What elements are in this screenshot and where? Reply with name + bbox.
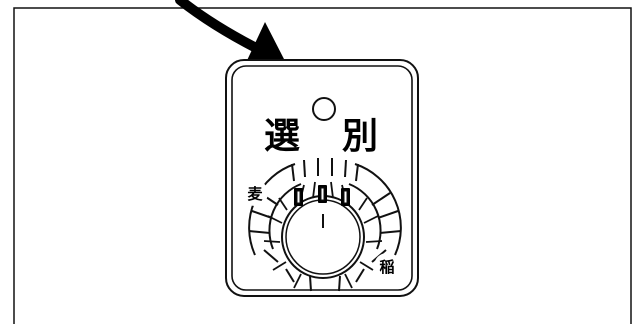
curved-arrow-icon xyxy=(175,0,285,69)
mark-left-label: 麦 xyxy=(247,185,263,203)
selector-scale xyxy=(248,158,402,292)
panel-title-left: 選 xyxy=(264,116,300,157)
scale-mark-left: 麦 xyxy=(242,180,268,206)
selector-panel xyxy=(225,59,419,297)
outer-frame xyxy=(13,7,632,324)
panel-title-right: 別 xyxy=(342,116,378,157)
selector-knob-icon xyxy=(263,181,383,289)
scale-mark-right: 稲 xyxy=(374,253,400,279)
mark-right-label: 稲 xyxy=(379,258,394,276)
indicator-lamp-icon xyxy=(312,97,336,121)
